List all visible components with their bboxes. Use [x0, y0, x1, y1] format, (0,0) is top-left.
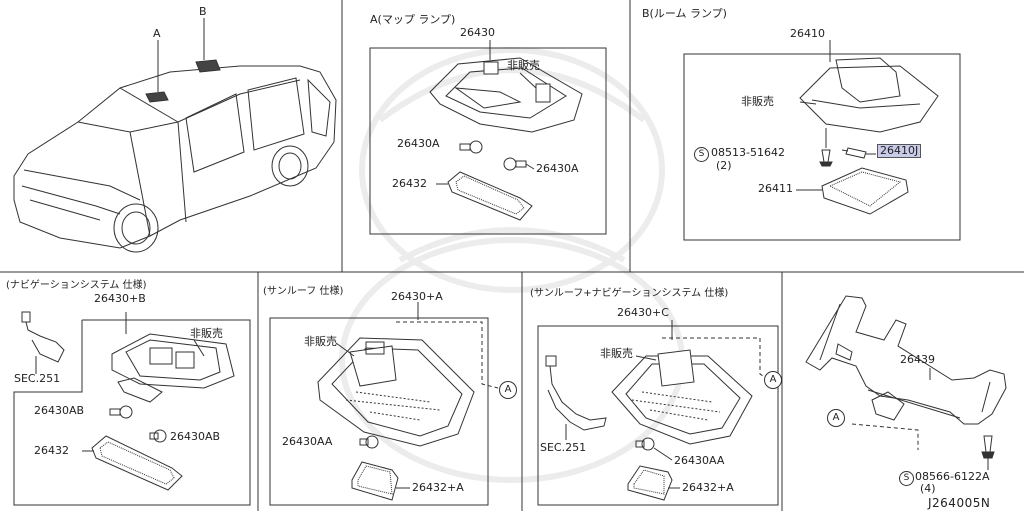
nav-bulb-left — [109, 405, 133, 419]
sunroof-bulb — [359, 435, 379, 449]
sunroof-nav-not-sold: 非販売 — [600, 347, 633, 360]
bracket-screw — [981, 435, 995, 470]
map-lamp-title: A(マップ ランプ) — [370, 13, 456, 26]
map-lamp-not-sold: 非販売 — [507, 59, 540, 72]
map-lamp-lens-label: 26432 — [392, 177, 427, 190]
nav-not-sold: 非販売 — [190, 327, 223, 340]
map-lamp-bulb-left-label: 26430A — [397, 137, 440, 150]
bracket-screw-qty: (4) — [920, 482, 936, 495]
sunroof-nav-lens — [627, 465, 680, 501]
sunroof-nav-sec-label: SEC.251 — [540, 441, 587, 454]
sunroof-nav-bulb — [635, 437, 673, 461]
sunroof-nav-box — [537, 325, 779, 506]
nav-bulb-left-label: 26430AB — [34, 404, 85, 417]
sunroof-ref-a: A — [499, 381, 517, 399]
room-lamp-part-main: 26410 — [790, 27, 825, 40]
bracket-screw-mark: S — [899, 471, 914, 486]
nav-bulb-right-label: 26430AB — [170, 430, 221, 443]
bracket-part-label: 26439 — [900, 353, 935, 366]
room-lamp-screw — [819, 149, 833, 167]
sunroof-nav-bulb-label: 26430AA — [674, 454, 725, 467]
sunroof-housing — [317, 302, 499, 447]
bracket-26439 — [805, 295, 1007, 450]
nav-lens-label: 26432 — [34, 444, 69, 457]
bracket-ref-a: A — [827, 409, 845, 427]
sunroof-nav-harness — [545, 355, 607, 440]
sunroof-nav-ref-a: A — [764, 371, 782, 389]
sunroof-lens-label: 26432+A — [412, 481, 464, 494]
nav-bulb-right — [149, 429, 167, 443]
map-lamp-bulb-right — [503, 157, 535, 171]
sunroof-nav-title: (サンルーフ+ナビゲーションシステム 仕様) — [530, 288, 729, 299]
room-lamp-bulb-label[interactable]: 26410J — [877, 144, 922, 158]
vehicle-marker-b: B — [199, 5, 207, 18]
sunroof-nav-part-main: 26430+C — [617, 306, 669, 319]
sunroof-box — [269, 317, 489, 506]
room-lamp-screw-label: 08513-51642 — [711, 146, 785, 159]
map-lamp-bulb-right-label: 26430A — [536, 162, 579, 175]
room-lamp-box — [683, 53, 961, 241]
room-lamp-screw-qty: (2) — [716, 159, 732, 172]
room-lamp-housing — [799, 40, 939, 148]
nav-sec-label: SEC.251 — [14, 372, 61, 385]
sunroof-not-sold: 非販売 — [304, 335, 337, 348]
sunroof-bulb-label: 26430AA — [282, 435, 333, 448]
watermark — [339, 47, 685, 483]
vehicle-marker-a: A — [153, 27, 161, 40]
room-lamp-bulb — [841, 147, 876, 159]
vehicle-illustration — [13, 18, 337, 253]
room-lamp-lens-label: 26411 — [758, 182, 793, 195]
nav-lens — [82, 435, 183, 491]
room-lamp-lens — [796, 167, 909, 215]
map-lamp-box — [369, 47, 607, 235]
nav-housing — [111, 312, 235, 403]
diagram-code: J264005N — [928, 496, 991, 510]
map-lamp-bulb-left — [459, 140, 483, 154]
room-lamp-title: B(ルーム ランプ) — [642, 7, 727, 20]
sunroof-part-main: 26430+A — [391, 290, 443, 303]
sunroof-lens — [351, 461, 410, 501]
sunroof-nav-lens-label: 26432+A — [682, 481, 734, 494]
map-lamp-part-main: 26430 — [460, 26, 495, 39]
nav-box — [13, 319, 251, 506]
nav-title: (ナビゲーションシステム 仕様) — [6, 280, 147, 291]
room-lamp-screw-mark: S — [694, 147, 709, 162]
nav-part-main: 26430+B — [94, 292, 146, 305]
sunroof-nav-housing — [611, 320, 767, 445]
room-lamp-not-sold: 非販売 — [741, 95, 774, 108]
map-lamp-housing — [429, 40, 583, 133]
sunroof-title: (サンルーフ 仕様) — [263, 286, 344, 297]
map-lamp-lens — [436, 171, 533, 221]
bracket-screw-label: 08566-6122A — [915, 470, 990, 483]
nav-harness — [21, 311, 65, 374]
